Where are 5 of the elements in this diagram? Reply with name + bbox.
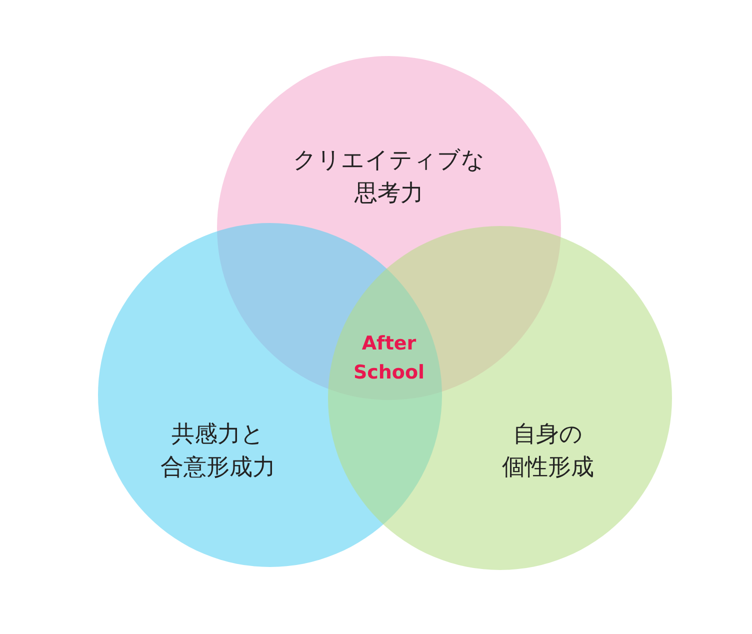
venn-circle (328, 226, 672, 570)
circle-label: クリエイティブな思考力 (293, 146, 485, 209)
circle-label: 自身の個性形成 (502, 420, 594, 483)
center-label: After School (353, 332, 425, 385)
circle-label: 共感力と合意形成力 (160, 420, 276, 483)
